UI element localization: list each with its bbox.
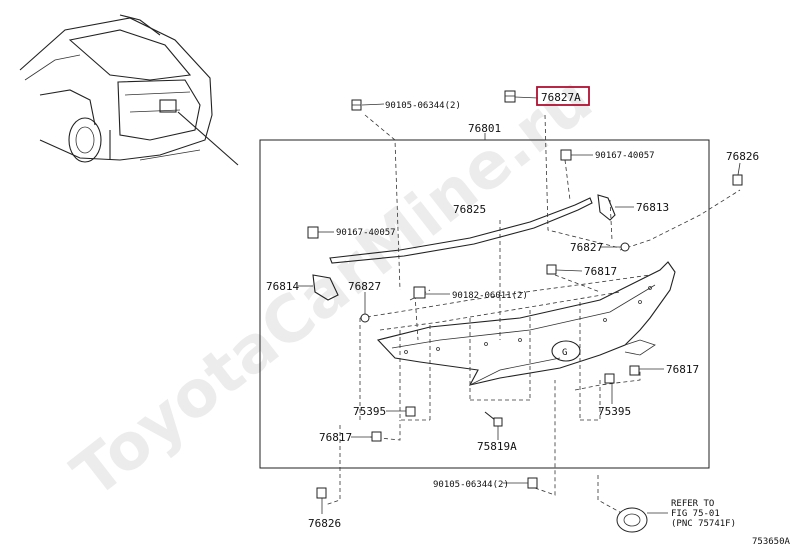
screw-75819A <box>484 411 503 427</box>
label-76817-r: 76817 <box>666 363 699 376</box>
assembly-frame <box>259 139 710 469</box>
label-76814: 76814 <box>266 280 299 293</box>
label-75395-r: 75395 <box>598 405 631 418</box>
clip-76827-l <box>360 313 370 323</box>
fasteners <box>307 90 743 533</box>
label-90182: 90182-06011(2) <box>452 291 528 301</box>
clip-76817-a <box>546 264 557 275</box>
label-76826-r: 76826 <box>726 150 759 163</box>
label-90105-bot: 90105-06344(2) <box>433 480 509 490</box>
clip-76826-l <box>316 487 327 499</box>
clip-76817-r <box>629 365 640 376</box>
highlight-box <box>536 86 590 106</box>
clip-76827A <box>504 90 516 103</box>
nut-75395-l <box>405 406 416 417</box>
figure-code: 753650A <box>752 537 791 547</box>
label-76801: 76801 <box>468 122 501 135</box>
label-75819A: 75819A <box>477 440 517 453</box>
label-75395-l: 75395 <box>353 405 386 418</box>
label-90167-a: 90167-40057 <box>595 151 655 161</box>
garnish-part: G <box>376 261 676 386</box>
label-90105-top: 90105-06344(2) <box>385 101 461 111</box>
part-labels: 76801 76827A 90105-06344(2) 90167-40057 … <box>266 91 791 547</box>
nut-90167-a <box>560 149 572 161</box>
emblem-mark: G <box>562 348 567 358</box>
label-76827A[interactable]: 76827A <box>541 91 581 104</box>
dashed-grid <box>324 114 741 516</box>
label-76825: 76825 <box>453 203 486 216</box>
nut-90105-bot <box>527 477 538 489</box>
vehicle-thumbnail <box>19 14 239 166</box>
refer-note-line2: FIG 75-01 <box>671 509 720 519</box>
clip-76827-r <box>620 242 630 252</box>
watermark: ToyotaCarMine.ru <box>59 63 606 513</box>
bracket-76814 <box>312 274 339 301</box>
clip-76817-l <box>371 431 382 442</box>
label-90167-b: 90167-40057 <box>336 228 396 238</box>
label-76827-r: 76827 <box>570 241 603 254</box>
label-76817-l: 76817 <box>319 431 352 444</box>
leader-lines <box>298 96 741 514</box>
refer-note-line1: REFER TO <box>671 499 714 509</box>
nut-90105-top <box>351 99 362 111</box>
label-76817-a: 76817 <box>584 265 617 278</box>
label-76827-l: 76827 <box>348 280 381 293</box>
bracket-76813 <box>597 194 616 221</box>
nut-90167-b <box>307 226 319 239</box>
label-76826-l: 76826 <box>308 517 341 530</box>
nut-75395-r <box>604 373 615 384</box>
refer-note-line3: (PNC 75741F) <box>671 519 736 529</box>
label-76813: 76813 <box>636 201 669 214</box>
emblem-75741F <box>616 507 648 533</box>
molding-strip <box>329 197 593 264</box>
clip-76826-r <box>732 174 743 186</box>
nut-90182 <box>413 286 426 299</box>
